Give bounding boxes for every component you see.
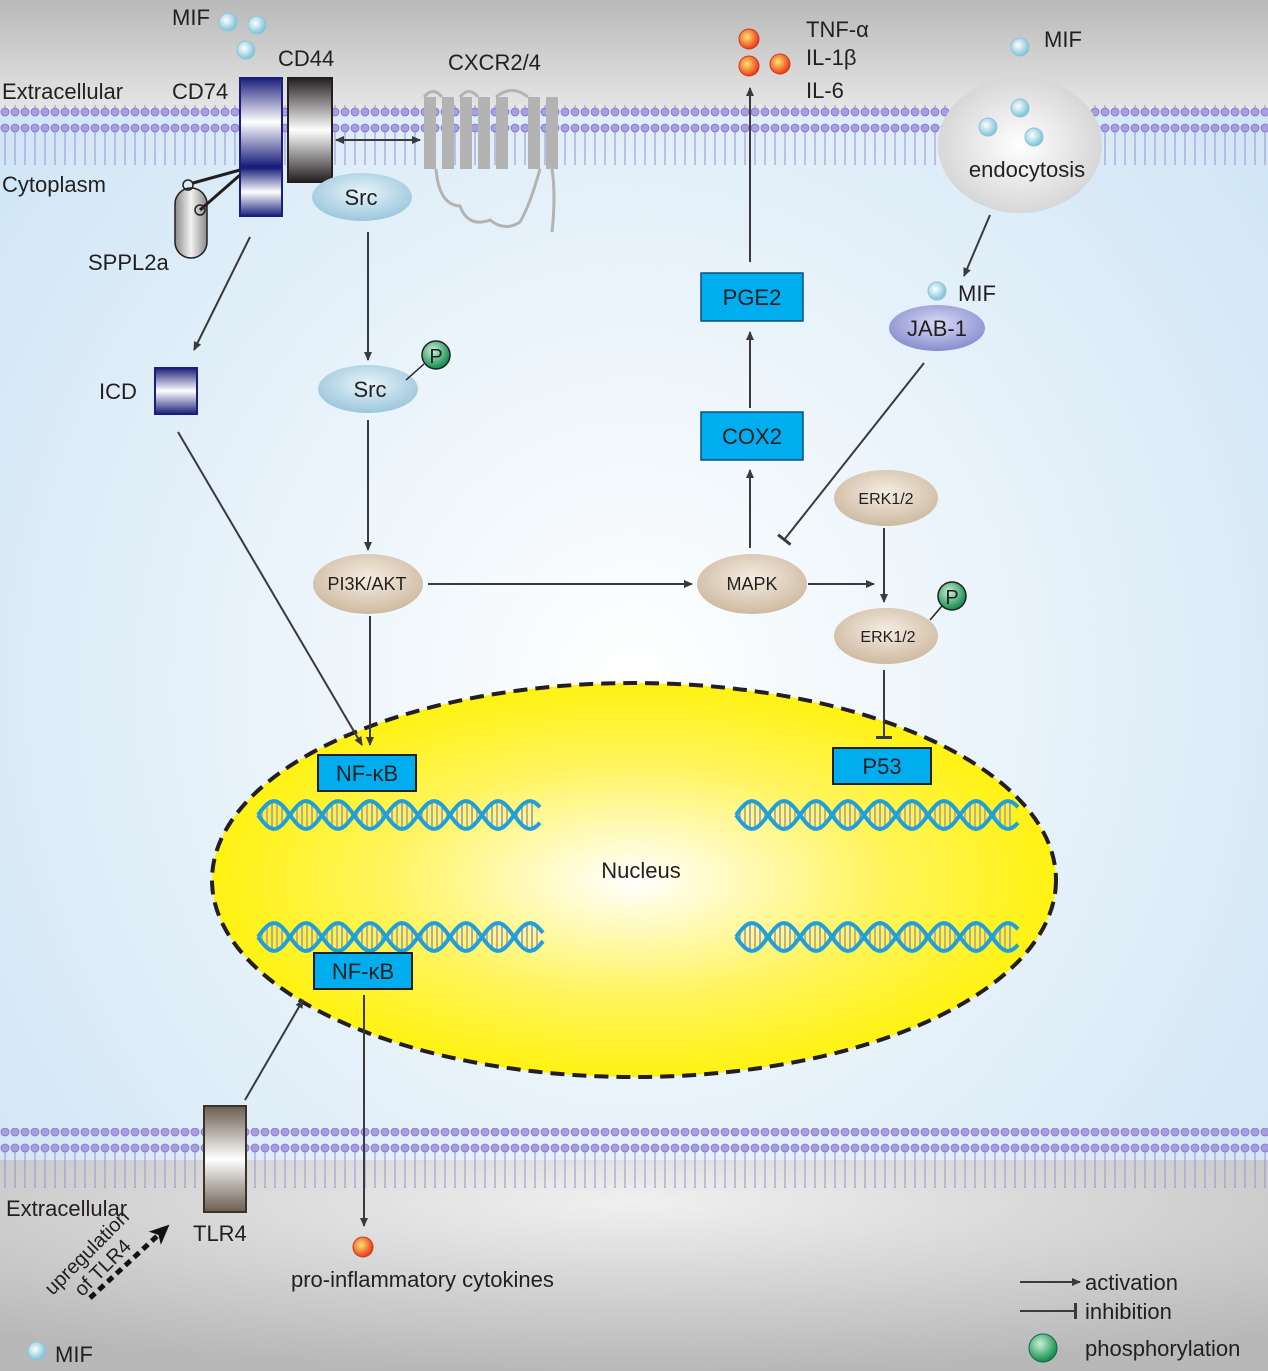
src-phospho-protein bbox=[318, 365, 418, 413]
cxcr-label: CXCR2/4 bbox=[448, 50, 541, 75]
icd-fragment bbox=[154, 367, 198, 415]
dna-helix bbox=[734, 920, 1020, 954]
cd74-receptor bbox=[239, 77, 283, 167]
sppl2a-protease bbox=[174, 187, 208, 259]
mif-label-bottom: MIF bbox=[55, 1342, 93, 1367]
mif-label-top-right: MIF bbox=[1044, 27, 1082, 52]
cytokine-label-il1b: IL-1β bbox=[806, 45, 857, 70]
jab1-protein bbox=[889, 305, 985, 351]
svg-text:P: P bbox=[945, 587, 958, 609]
cytokine-label-il6: IL-6 bbox=[806, 78, 844, 103]
tlr4-upregulation-arrow bbox=[88, 1224, 170, 1300]
nucleus-label: Nucleus bbox=[601, 858, 680, 883]
extracellular-bottom-region bbox=[0, 1160, 1268, 1371]
legend-inhibition-label: inhibition bbox=[1085, 1299, 1172, 1324]
nfkb-label-bottom: NF-κB bbox=[332, 959, 394, 984]
legend-phosphorylation-icon bbox=[1028, 1333, 1058, 1363]
cytoplasm-label: Cytoplasm bbox=[2, 172, 106, 197]
pge2-label: PGE2 bbox=[723, 285, 782, 310]
mif-label-jab1: MIF bbox=[958, 281, 996, 306]
cxcr-receptor bbox=[422, 89, 558, 233]
src-protein bbox=[312, 173, 412, 221]
extracellular-bottom-label: Extracellular bbox=[6, 1196, 127, 1221]
src-label: Src bbox=[345, 185, 378, 210]
nfkb-label-top: NF-κB bbox=[336, 761, 398, 786]
bottom-membrane bbox=[0, 1128, 1268, 1188]
erk-phospho-protein bbox=[834, 608, 938, 664]
scissors-icon bbox=[182, 168, 241, 216]
src-phospho-label: Src bbox=[354, 377, 387, 402]
cox2-label: COX2 bbox=[722, 424, 782, 449]
nfkb-box-top bbox=[317, 754, 417, 792]
legend-activation-label: activation bbox=[1085, 1270, 1178, 1295]
cytokine-molecules bbox=[352, 28, 791, 1258]
endocytosis-vesicle bbox=[938, 77, 1102, 213]
cd74-intracellular-domain bbox=[239, 167, 283, 217]
pro-inflammatory-label: pro-inflammatory cytokines bbox=[291, 1267, 554, 1292]
cox2-box bbox=[700, 411, 804, 461]
legend: activation inhibition phosphorylation bbox=[1085, 1270, 1240, 1361]
pi3k-akt-label: PI3K/AKT bbox=[327, 574, 406, 594]
erk-protein bbox=[834, 470, 938, 526]
nfkb-box-bottom bbox=[313, 952, 413, 990]
cd74-label: CD74 bbox=[172, 79, 228, 104]
jab1-label: JAB-1 bbox=[907, 316, 967, 341]
sppl2a-label: SPPL2a bbox=[88, 250, 169, 275]
dna-helix bbox=[256, 920, 545, 954]
mif-label-top-left: MIF bbox=[172, 5, 210, 30]
p53-box bbox=[832, 747, 932, 785]
dna-helix bbox=[734, 798, 1020, 832]
cd44-label: CD44 bbox=[278, 46, 334, 71]
dna-helix bbox=[256, 798, 542, 832]
erk-phospho-label: ERK1/2 bbox=[860, 629, 915, 646]
pge2-box bbox=[700, 272, 804, 322]
mapk-protein bbox=[697, 554, 807, 614]
icd-label: ICD bbox=[99, 379, 137, 404]
cd44-receptor bbox=[287, 77, 333, 183]
p53-label: P53 bbox=[862, 754, 901, 779]
erk-label: ERK1/2 bbox=[858, 491, 913, 508]
tlr4-label: TLR4 bbox=[193, 1221, 247, 1246]
mif-molecules bbox=[27, 12, 1044, 1361]
cytokine-label-tnf: TNF-α bbox=[806, 17, 869, 42]
phospho-badge-erk: P bbox=[929, 581, 967, 621]
pi3k-akt-protein bbox=[313, 554, 423, 614]
mapk-label: MAPK bbox=[726, 574, 777, 594]
endocytosis-label: endocytosis bbox=[969, 157, 1085, 182]
tlr4-receptor bbox=[203, 1105, 247, 1213]
svg-text:P: P bbox=[429, 346, 442, 368]
phospho-badge-src: P bbox=[405, 340, 451, 381]
pathway-arrows bbox=[177, 87, 1081, 1319]
extracellular-top-label: Extracellular bbox=[2, 79, 123, 104]
legend-phosphorylation-label: phosphorylation bbox=[1085, 1336, 1240, 1361]
